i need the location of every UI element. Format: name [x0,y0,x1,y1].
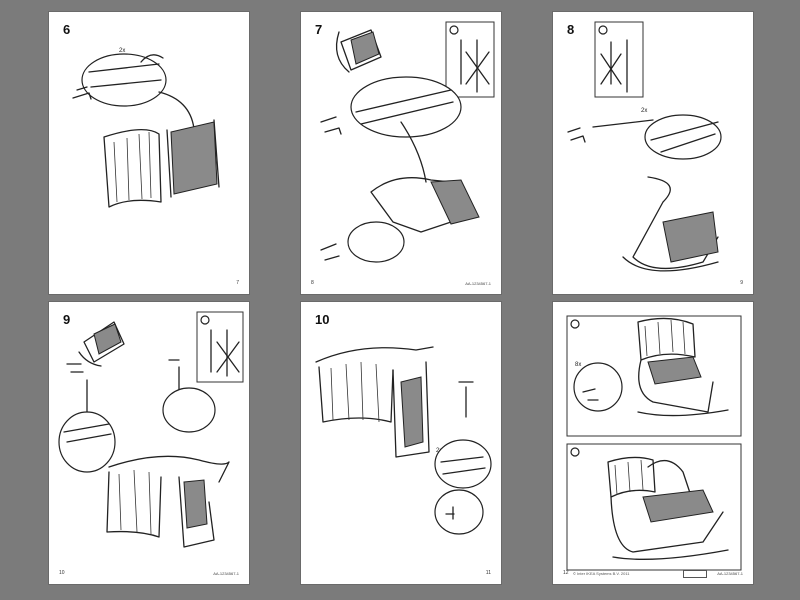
copyright-text: © Inter IKEA Systems B.V. 2011 [573,571,630,576]
article-code: AA-1234567-1 [213,571,239,576]
step-number: 6 [63,22,71,37]
step-number: 10 [315,312,330,327]
page-number: 9 [740,280,743,286]
assembly-illustration: 8x [566,315,742,571]
instruction-page-6: 6 2x 7 [49,12,249,294]
svg-text:8x: 8x [575,362,581,368]
instruction-page-7: 7 8 AA-1234567-1 [301,12,501,294]
page-number: 11 [485,570,491,576]
assembly-illustration [58,311,244,548]
svg-text:2x: 2x [641,108,647,114]
step-number: 8 [567,22,575,37]
assembly-illustration [320,21,495,263]
step-number: 9 [63,312,71,327]
svg-text:2x: 2x [119,48,125,54]
page-number: 8 [311,280,314,286]
instruction-page-12: 8x © Inter IKEA Systems B.V. 2011 12 AA-… [553,302,753,584]
article-code: AA-1234567-1 [465,281,491,286]
page-number: 7 [236,280,239,286]
assembly-illustration: 2x [72,48,220,208]
assembly-illustration: 2x [567,21,722,272]
barcode-box [683,570,707,578]
instruction-page-8: 8 2x 9 [553,12,753,294]
page-number: 12 [563,570,569,576]
instruction-page-9: 9 10 AA-1234567-1 [49,302,249,584]
instruction-page-10: 10 2x 11 [301,302,501,584]
page-number: 10 [59,570,65,576]
assembly-illustration: 2x [315,346,492,535]
step-number: 7 [315,22,323,37]
article-code: AA-1234567-1 [717,571,743,576]
